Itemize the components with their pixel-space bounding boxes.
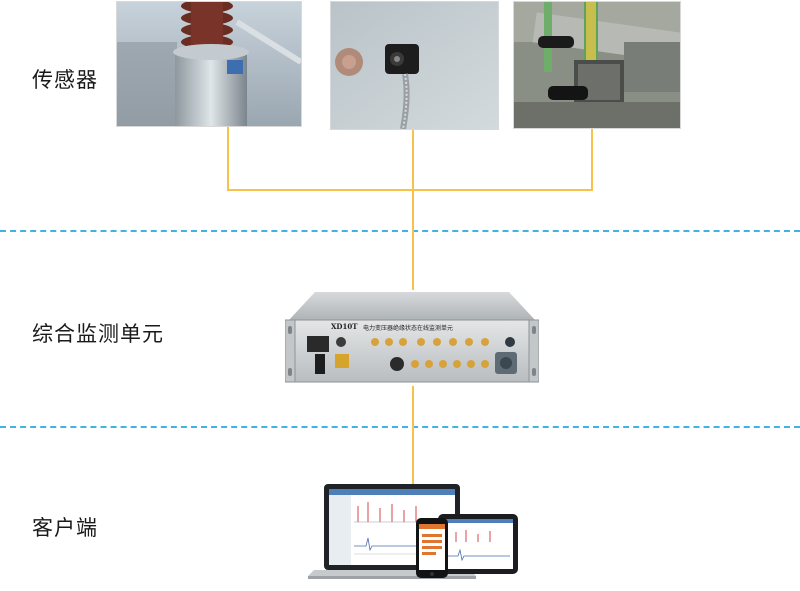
monitoring-unit-device: XD10T 电力变压器绝缘状态在线监测单元 — [285, 292, 539, 388]
sensor-photo-bushing — [116, 1, 302, 127]
sensor-tier-label: 传感器 — [32, 68, 98, 92]
connector-photo3 — [413, 127, 593, 191]
connector-photo1 — [227, 125, 413, 191]
monitor-unit-tier-label: 综合监测单元 — [32, 322, 164, 346]
sensor-photo-tank-sensor — [330, 1, 499, 130]
tablet-device — [438, 514, 518, 574]
sensor-photo-clamp-sensors — [513, 1, 681, 129]
device-model-label: XD10T — [331, 322, 358, 331]
divider-sensor-monitor — [0, 230, 800, 232]
phone-device — [416, 518, 448, 578]
divider-monitor-client — [0, 426, 800, 428]
client-devices — [306, 484, 520, 588]
client-tier-label: 客户端 — [32, 516, 98, 540]
device-title-label: 电力变压器绝缘状态在线监测单元 — [363, 325, 454, 332]
